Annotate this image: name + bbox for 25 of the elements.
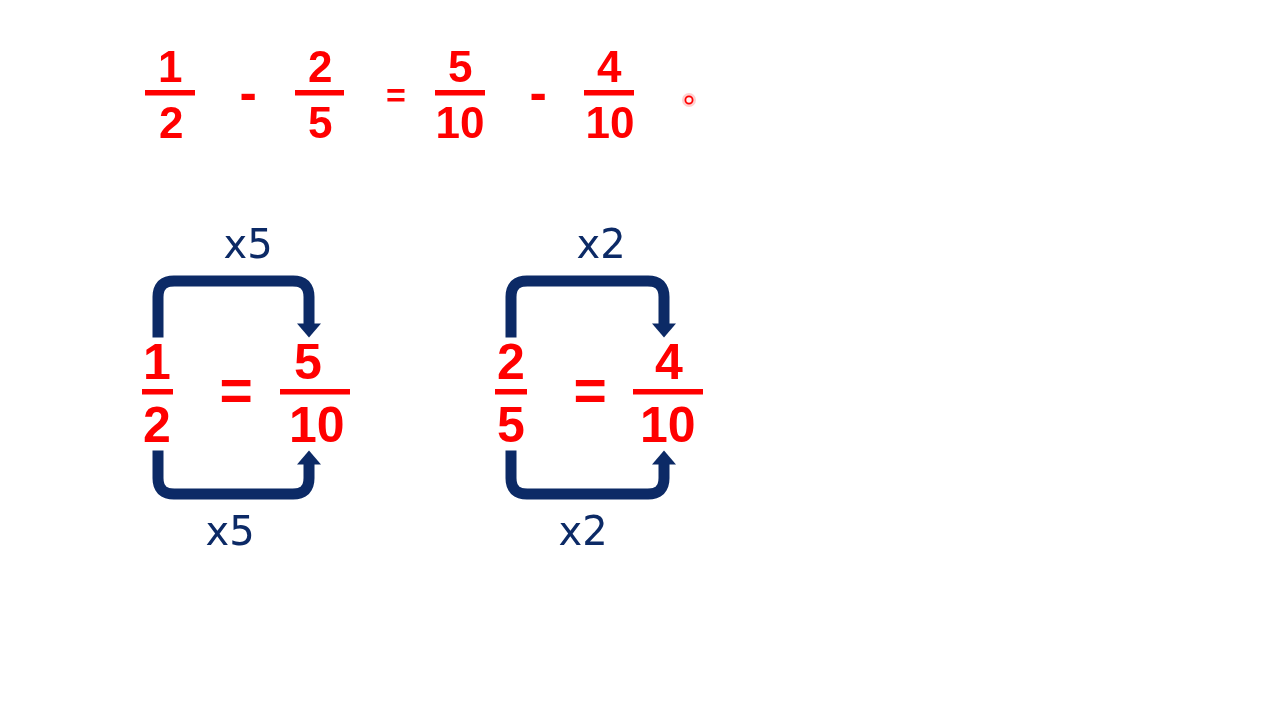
fraction-numerator: 4 [597, 45, 622, 90]
fraction-numerator: 2 [308, 45, 333, 90]
fraction-denominator: 5 [497, 400, 525, 451]
elbow-arrow [152, 275, 321, 338]
elbow-arrow [505, 450, 676, 500]
fraction-numerator: 2 [497, 337, 525, 388]
equals-sign: = [573, 362, 607, 420]
equals-sign: = [219, 362, 253, 420]
minus-sign: - [529, 66, 547, 119]
fraction-denominator: 2 [159, 100, 184, 145]
equals-sign: = [386, 77, 406, 112]
fraction-denominator: 10 [640, 400, 696, 451]
fraction-numerator: 1 [158, 45, 183, 90]
minus-sign: - [239, 66, 257, 119]
elbow-arrow [505, 275, 676, 338]
elbow-arrow [152, 450, 321, 500]
fraction-numerator: 5 [294, 337, 322, 388]
fraction-denominator: 5 [308, 100, 333, 145]
fraction-numerator: 5 [448, 45, 473, 90]
fraction-denominator: 10 [435, 100, 485, 145]
fraction-denominator: 2 [143, 400, 171, 451]
fraction-numerator: 4 [655, 337, 683, 388]
fraction-denominator: 10 [585, 100, 635, 145]
fraction-numerator: 1 [143, 337, 171, 388]
fraction-denominator: 10 [289, 400, 345, 451]
